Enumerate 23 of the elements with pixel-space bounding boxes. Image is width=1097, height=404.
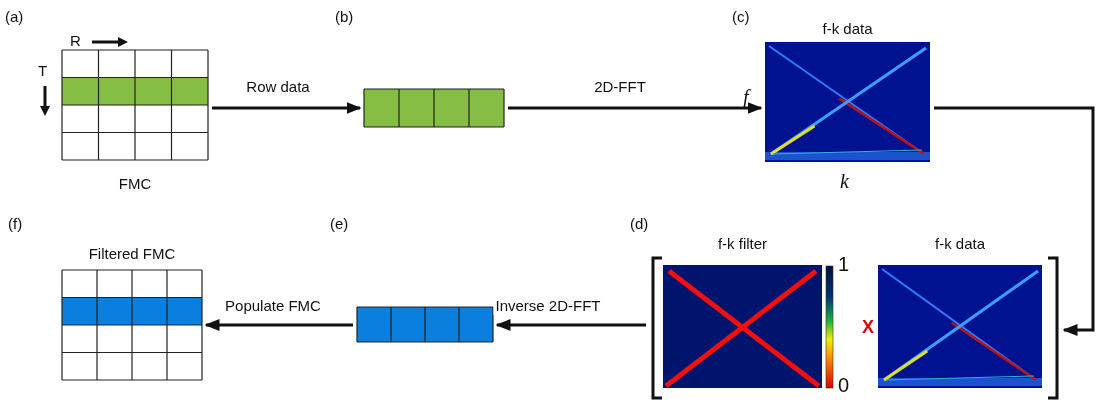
arrow [508,102,763,114]
tick-label: 1 [838,255,850,273]
axis-label: T [38,62,48,80]
panel-letter: (b) [335,8,354,26]
arrow [212,102,362,114]
panel-letter: (a) [5,8,24,26]
node-label: FMC [118,175,152,193]
node-label: f-k data [822,20,873,38]
panel-letter: (c) [732,8,750,26]
panel-letter: (e) [330,215,349,233]
node-label: Filtered FMC [88,245,176,263]
node-label: f-k filter [717,235,768,253]
arrow [934,106,1095,336]
arrow [204,319,353,331]
edge-label: Populate FMC [223,297,323,315]
axis-label: k [840,172,849,190]
panel-letter: (f) [8,215,23,233]
arrow [495,319,646,331]
multiply-sign: X [862,318,874,336]
node-label: f-k data [935,235,985,253]
tick-label: 0 [838,376,850,394]
axis-label: R [70,32,81,50]
panel-letter: (d) [630,215,649,233]
